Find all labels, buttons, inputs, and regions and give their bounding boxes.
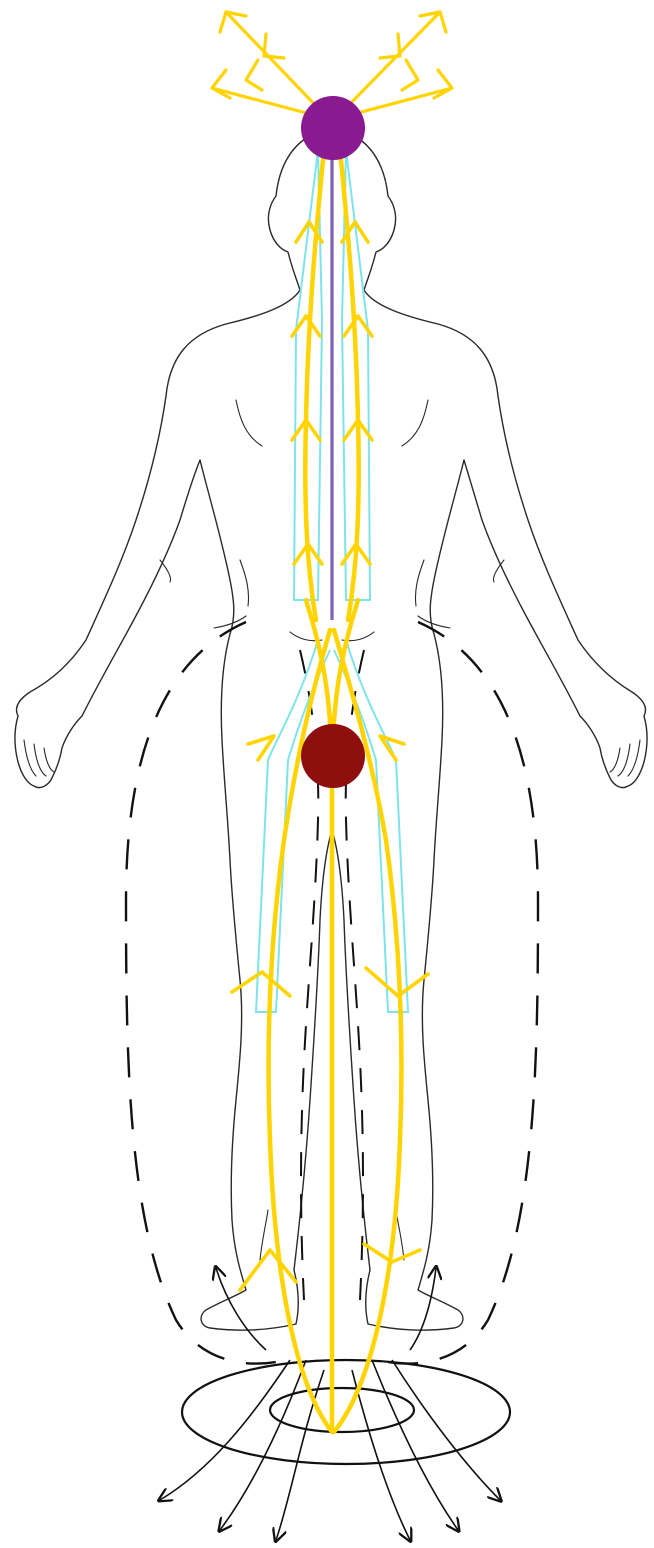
field-line <box>410 1268 436 1350</box>
energy-channels <box>269 150 402 1432</box>
base-center-icon <box>301 724 365 788</box>
chevron-icon <box>240 1250 296 1290</box>
right-torso-arm-outline <box>364 290 647 1330</box>
left-fingers <box>24 740 54 776</box>
field-line <box>392 1360 500 1500</box>
chevron-icon <box>380 736 404 760</box>
crown-ray <box>212 88 310 114</box>
crown-ray <box>354 88 452 114</box>
field-line <box>160 1360 290 1500</box>
left-torso-arm-outline <box>15 290 300 1330</box>
chevron-icon <box>246 60 262 90</box>
right-fingers <box>610 740 640 776</box>
chevron-icon <box>212 70 230 98</box>
outer-field-left <box>126 622 286 1364</box>
field-line <box>216 1268 266 1350</box>
field-line <box>276 1370 324 1540</box>
field-line <box>352 1370 410 1540</box>
chevron-icon <box>402 60 418 90</box>
chevron-icon <box>434 70 452 98</box>
crown-center-icon <box>301 96 365 160</box>
field-line <box>372 1360 458 1530</box>
field-line <box>220 1360 306 1530</box>
crown-ray <box>226 12 318 108</box>
